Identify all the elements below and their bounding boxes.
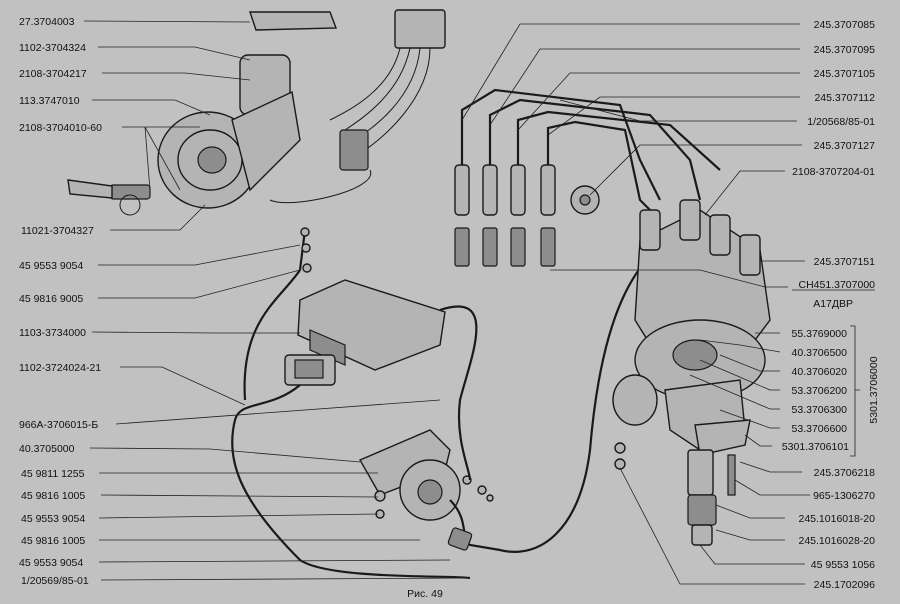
part-label: 45 9811 1255 [21,468,85,480]
part-label: 45 9553 9054 [19,557,83,569]
part-label: 40.3706020 [792,366,848,378]
part-label: 2108-3704010-60 [19,122,102,134]
distributor-label-sub: А17ДВР [813,298,853,310]
part-label: 55.3769000 [792,328,848,340]
part-label: 245.1016028-20 [799,535,876,547]
leader-lines [83,20,875,585]
part-label: 1/20568/85-01 [807,116,875,128]
distributor-label: CH451.3707000 [799,279,876,291]
part-label: 245.3707127 [814,140,875,152]
part-label: 11021-3704327 [21,225,94,237]
right-labels: 245.3707085 245.3707095 245.3707105 245.… [792,19,875,310]
part-label: 2108-3707204-01 [792,166,875,178]
part-label: 53.3706300 [792,404,848,416]
part-label: 245.3707105 [814,68,875,80]
part-label: 5301.3706101 [782,441,849,453]
part-label: 45 9553 9054 [21,513,85,525]
part-label: 45 9816 1005 [21,490,85,502]
part-label: 53.3706600 [792,423,848,435]
control-unit-drawing [231,227,471,580]
part-label: 245.3707112 [814,92,875,104]
part-label: 245.3707151 [814,256,875,268]
part-label: 45 9553 9054 [19,260,83,272]
part-label: 1103-3734000 [19,327,86,339]
part-label: 2108-3704217 [19,68,87,80]
part-label: 965-1306270 [813,490,875,502]
left-labels: 27.3704003 1102-3704324 2108-3704217 113… [19,16,102,587]
part-label: 245.3707095 [814,44,875,56]
part-label: 1102-3724024-21 [19,362,101,374]
part-label: 40.3706500 [792,347,848,359]
spark-plugs [454,164,556,267]
part-label: 245.1702096 [814,579,875,591]
lower-right-labels: 245.3706218 965-1306270 245.1016018-20 2… [799,467,876,591]
part-label: 245.3706218 [814,467,875,479]
distributor-drawing [612,199,771,546]
part-label: 45 9816 1005 [21,535,85,547]
figure-caption: Рис. 49 [407,588,443,600]
part-label: 45 9816 9005 [19,293,83,305]
assembly-label: 5301.3706000 [868,356,880,423]
part-label: 245.1016018-20 [799,513,876,525]
hall-sensor-drawing [359,228,701,553]
part-label: 27.3704003 [19,16,75,28]
part-label: 45 9553 1056 [811,559,875,571]
part-label: 1/20569/85-01 [21,575,89,587]
part-label: 113.3747010 [19,95,80,107]
part-label: 53.3706200 [792,385,848,397]
ignition-switch-drawing [67,9,446,216]
part-label: 1102-3704324 [19,42,86,54]
part-label: 40.3705000 [19,443,75,455]
part-label: 966А-3706015-Б [19,419,98,431]
distributor-bracket-labels: 55.3769000 40.3706500 40.3706020 53.3706… [782,328,880,453]
part-label: 245.3707085 [814,19,875,31]
